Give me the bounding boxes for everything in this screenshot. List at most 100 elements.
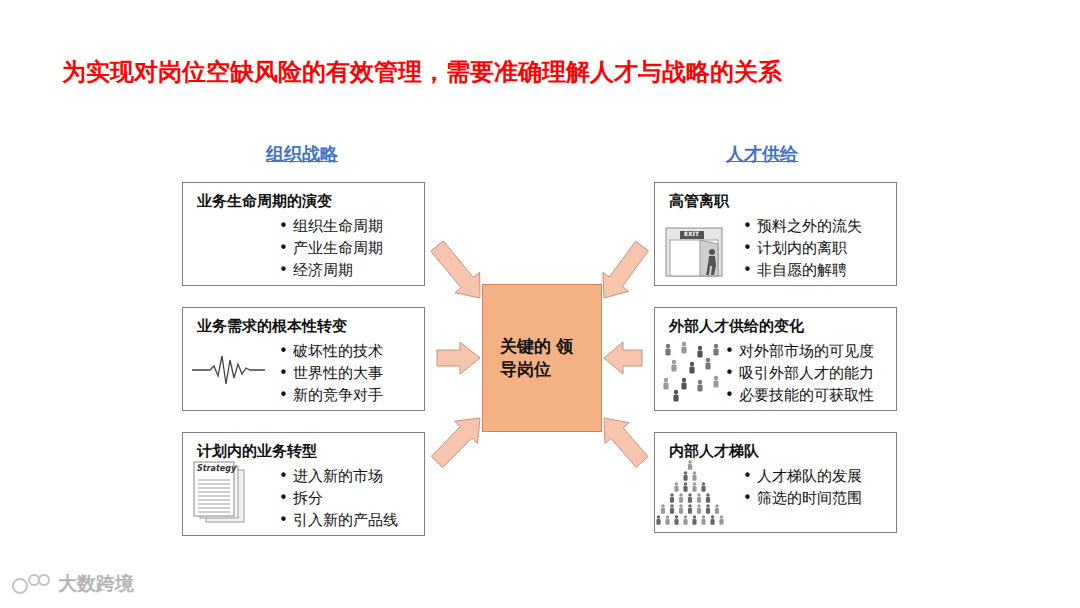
person-body — [663, 383, 668, 390]
block-arrow — [604, 418, 648, 467]
person-head — [714, 376, 718, 380]
strategy-document-icon — [194, 462, 244, 522]
person-head — [698, 346, 702, 350]
person-head — [670, 504, 674, 508]
person-head — [706, 504, 710, 508]
bullet-item: • 对外部市场的可见度 — [725, 340, 874, 362]
person-body — [697, 497, 701, 503]
person-head — [711, 515, 715, 519]
box-heading: 业务需求的根本性转变 — [197, 316, 347, 336]
bullet-item: • 新的竞争对手 — [279, 384, 383, 406]
person-head — [706, 358, 710, 362]
person-body — [679, 497, 683, 503]
person-body — [670, 497, 674, 503]
person-body — [665, 349, 670, 356]
factor-box: 计划内的业务转型• 进入新的市场• 拆分• 引入新的产品线 — [182, 432, 425, 536]
person-body — [713, 381, 718, 388]
bullet-list: • 预料之外的流失• 计划内的离职• 非自愿的解聘 — [743, 215, 862, 281]
slide-title: 为实现对岗位空缺风险的有效管理，需要准确理解人才与战略的关系 — [62, 56, 782, 88]
person-body — [681, 347, 686, 354]
box-heading: 业务生命周期的演变 — [197, 191, 332, 211]
heartbeat-line — [192, 356, 265, 384]
box-heading: 内部人才梯队 — [669, 441, 759, 461]
person-body — [671, 365, 676, 372]
person-head — [661, 504, 665, 508]
bullet-item: • 经济周期 — [279, 259, 383, 281]
person-body — [715, 508, 719, 514]
bullet-item: • 筛选的时间范围 — [743, 487, 862, 509]
person-body — [656, 519, 660, 525]
person-head — [682, 342, 686, 346]
factor-box: 业务需求的根本性转变 • 破坏性的技术• 世界性的大事• 新的竞争对手 — [182, 307, 425, 411]
person-body — [719, 519, 723, 525]
person-head — [690, 362, 694, 366]
person-body — [674, 486, 678, 492]
factor-box: 高管离职 • 预料之外的流失• 计划内的离职• 非自愿的解聘 — [654, 182, 897, 286]
document-line — [198, 495, 230, 496]
column-heading: 人才供给 — [726, 145, 798, 163]
document-line — [198, 479, 230, 480]
block-arrow — [431, 418, 480, 468]
bullet-list: • 进入新的市场• 拆分• 引入新的产品线 — [279, 465, 398, 531]
box-label: 关键的 领导岗位 — [500, 335, 585, 381]
exit-sign: EXIT — [684, 231, 699, 237]
person-head — [697, 504, 701, 508]
person-body — [692, 519, 696, 525]
person-body — [701, 486, 705, 492]
person-head — [684, 471, 688, 475]
bullet-item: • 计划内的离职 — [743, 237, 862, 259]
person-body — [683, 475, 687, 481]
person-head — [720, 515, 724, 519]
factor-box: 业务生命周期的演变 • 组织生命周期• 产业生命周期• 经济周期 — [182, 182, 425, 286]
person-body — [683, 519, 687, 525]
person-body — [674, 519, 678, 525]
bullet-list: • 人才梯队的发展• 筛选的时间范围 — [743, 465, 862, 509]
document-line — [198, 503, 230, 504]
people-icons — [663, 342, 718, 402]
person-body — [670, 508, 674, 514]
bullet-item: • 必要技能的可获取性 — [725, 384, 874, 406]
person-head — [697, 493, 701, 497]
bullet-item: • 组织生命周期 — [279, 215, 383, 237]
document-line — [198, 487, 230, 488]
watermark-logo — [13, 575, 49, 593]
person-head — [715, 504, 719, 508]
person-body — [661, 508, 665, 514]
document-line — [198, 507, 230, 508]
bullet-list: • 对外部市场的可见度• 吸引外部人才的能力• 必要技能的可获取性 — [725, 340, 874, 406]
person-body — [706, 508, 710, 514]
person-head — [693, 515, 697, 519]
person-body — [697, 385, 702, 392]
document-title: Strategy — [197, 465, 236, 473]
block-arrow — [603, 241, 649, 298]
box-heading: 高管离职 — [669, 191, 729, 211]
person-body — [692, 475, 696, 481]
column-heading: 组织战略 — [266, 145, 338, 163]
person-head — [675, 482, 679, 486]
person-body — [688, 508, 692, 514]
person-body — [713, 349, 718, 356]
bullet-item: • 人才梯队的发展 — [743, 465, 862, 487]
document-line — [198, 511, 230, 512]
person-head — [682, 378, 686, 382]
person-body — [683, 486, 687, 492]
person-body — [681, 383, 686, 390]
bullet-item: • 产业生命周期 — [279, 237, 383, 259]
person-head — [674, 390, 678, 394]
document-line — [198, 483, 230, 484]
bullet-item: • 拆分 — [279, 487, 398, 509]
exit-door-icon — [666, 228, 722, 276]
bullet-list: • 组织生命周期• 产业生命周期• 经济周期 — [279, 215, 383, 281]
bullet-item: • 引入新的产品线 — [279, 509, 398, 531]
person-body — [689, 367, 694, 374]
person-head — [666, 515, 670, 519]
person-head — [664, 378, 668, 382]
person-head — [657, 515, 661, 519]
bullet-item: • 破坏性的技术 — [279, 340, 383, 362]
person-body — [701, 519, 705, 525]
person-head — [688, 460, 692, 464]
bullet-item: • 世界性的大事 — [279, 362, 383, 384]
key-position-box: 关键的 领导岗位 — [482, 284, 602, 432]
person-body — [665, 519, 669, 525]
person-head — [684, 515, 688, 519]
